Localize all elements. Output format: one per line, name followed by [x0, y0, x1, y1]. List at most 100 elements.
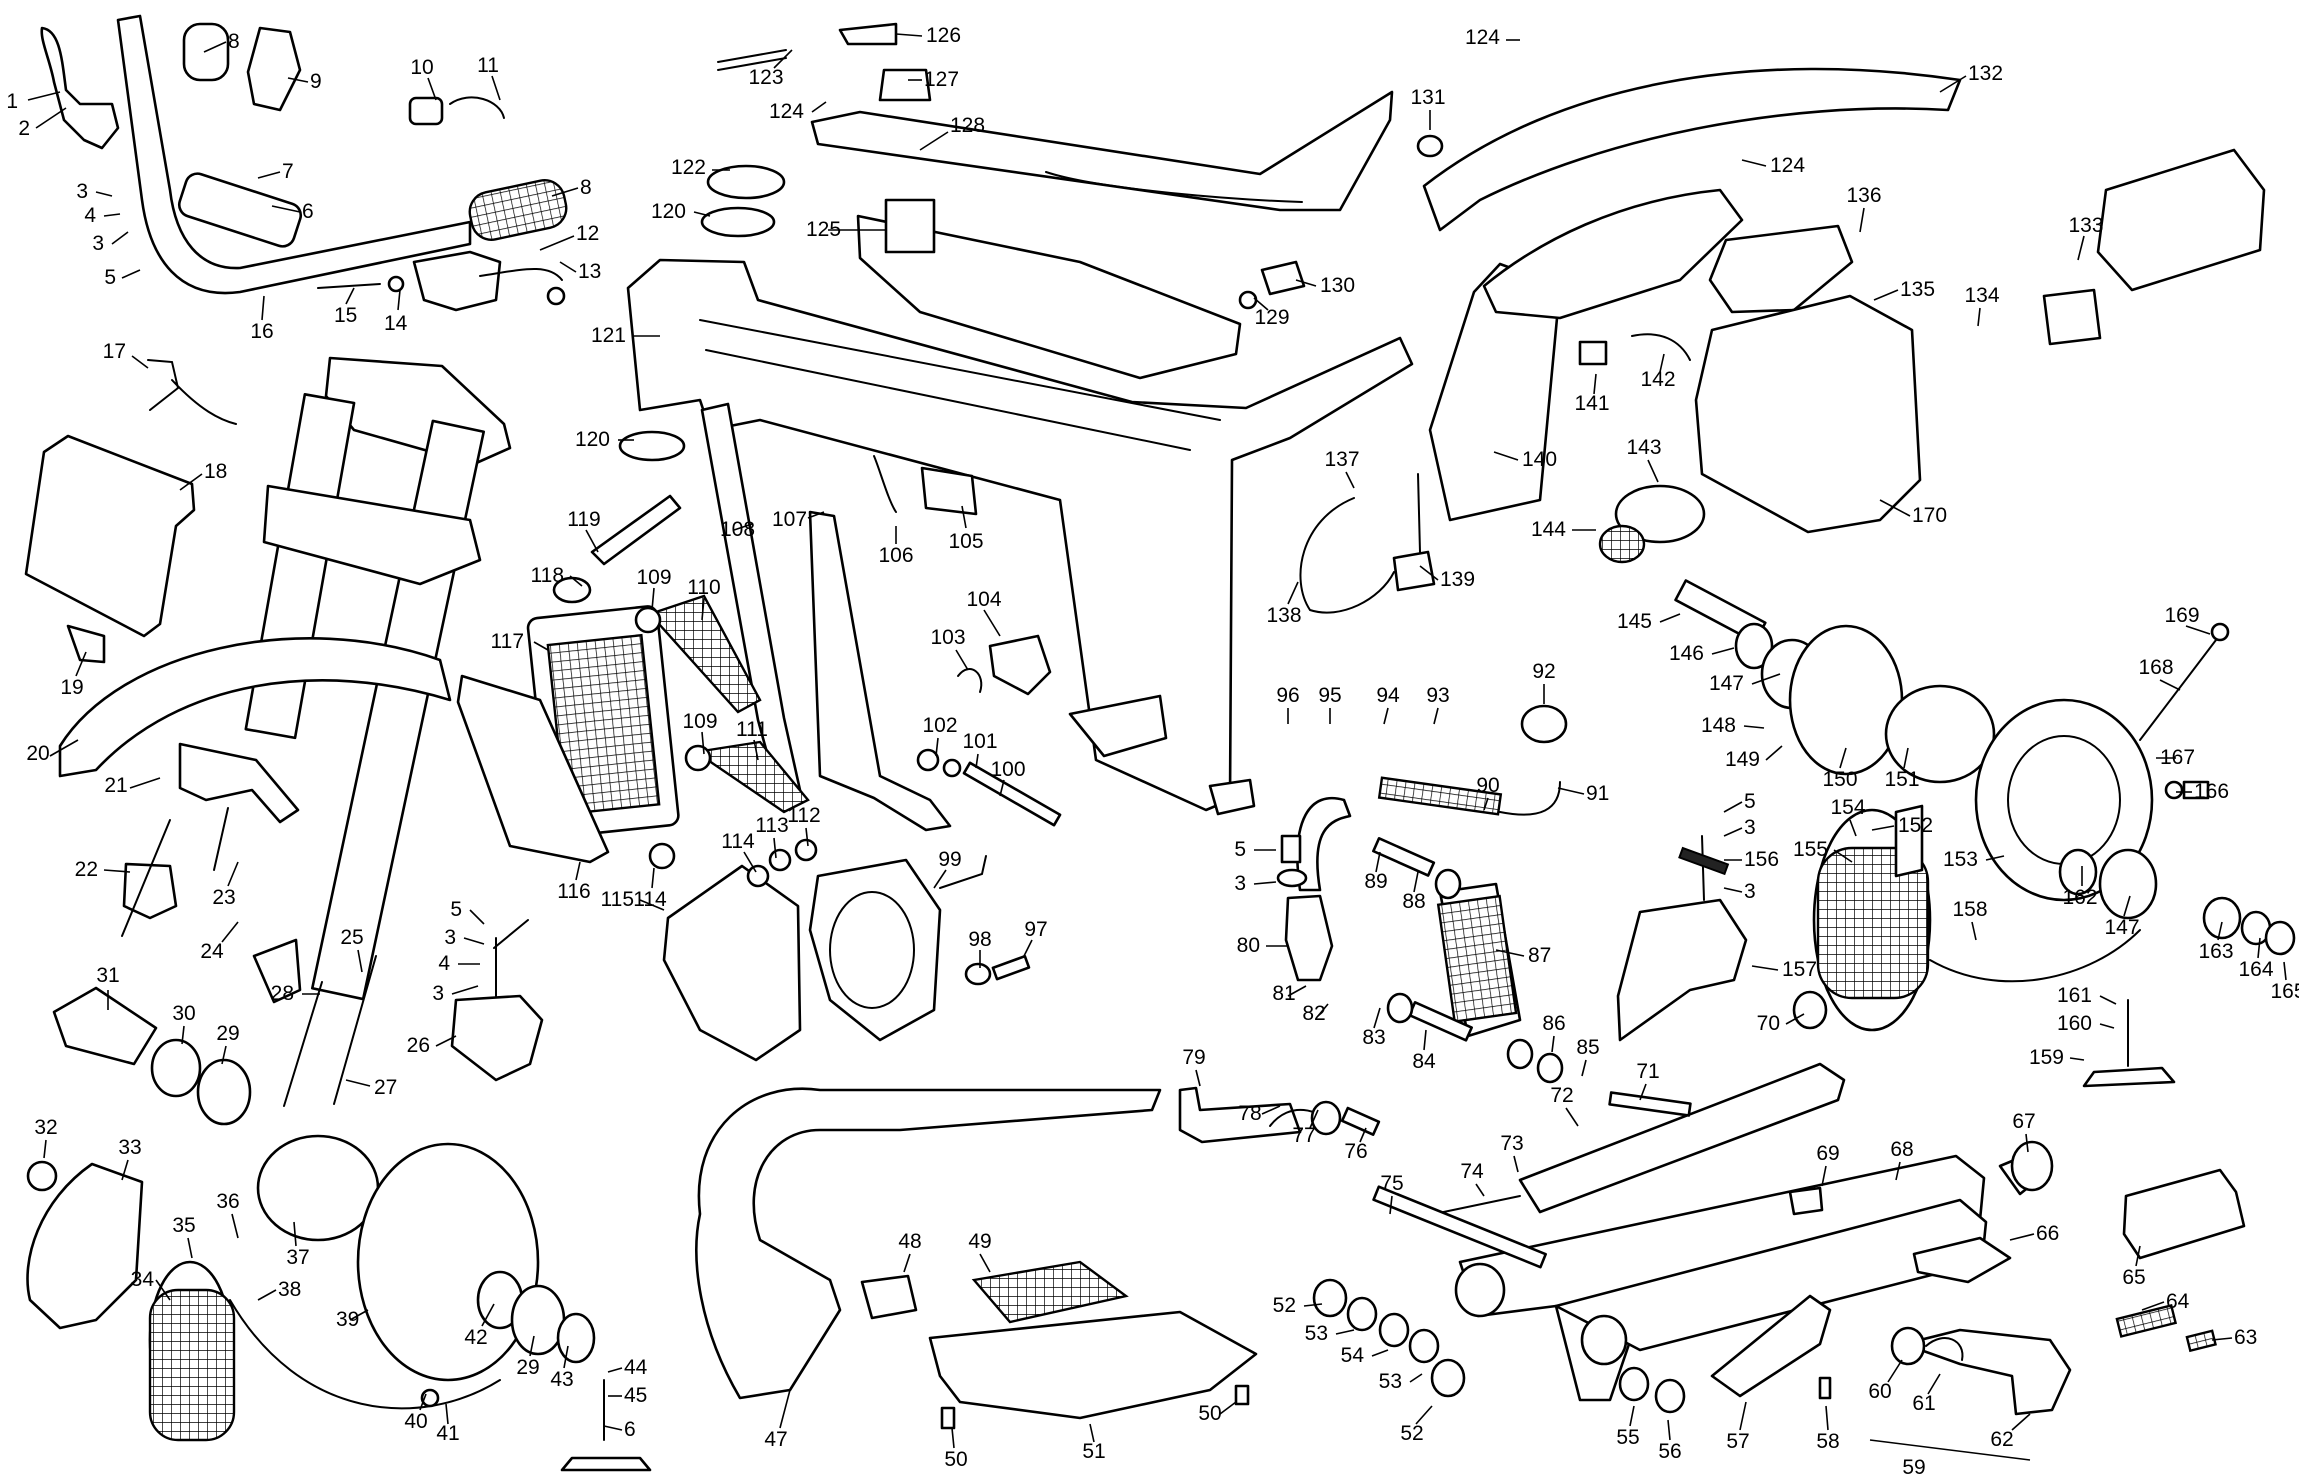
muffler — [2096, 148, 2266, 292]
tail-bracket — [1578, 340, 1608, 366]
part-number-label: 25 — [340, 926, 363, 949]
part-number-label: 63 — [2234, 1326, 2257, 1349]
part-number-label: 110 — [687, 576, 720, 599]
front-fender — [58, 637, 452, 778]
part-number-label: 118 — [531, 564, 564, 587]
callout-leader — [181, 1025, 185, 1045]
spacer-32 — [26, 1160, 58, 1192]
steering-bearing-120 — [700, 206, 776, 238]
part-number-label: 141 — [1574, 392, 1609, 415]
part-number-label: 77 — [1292, 1124, 1315, 1147]
part-number-label: 5 — [104, 266, 116, 289]
chain-guard-65 — [2122, 1168, 2246, 1260]
rim-front — [229, 1299, 501, 1410]
callout-leader — [1985, 855, 2005, 861]
callout-leader — [935, 737, 939, 757]
callout-leader — [121, 269, 141, 279]
bushing-60 — [1890, 1326, 1926, 1366]
part-number-label: 95 — [1318, 684, 1341, 707]
fan-cover-99 — [808, 858, 942, 1042]
part-number-label: 40 — [404, 1410, 427, 1433]
callout-leader — [651, 587, 655, 611]
bushing-77 — [1310, 1100, 1342, 1136]
part-number-label: 3 — [432, 982, 444, 1005]
callout-leader — [1409, 1373, 1423, 1383]
callout-leader — [2141, 1301, 2165, 1311]
part-number-label: 52 — [1400, 1422, 1423, 1445]
footpeg-104 — [988, 634, 1052, 696]
callout-leader — [1629, 1405, 1635, 1427]
callout-leader — [1413, 871, 1419, 893]
part-number-label: 164 — [2238, 958, 2273, 981]
rear-hub — [1884, 684, 1996, 784]
callout-leader — [49, 739, 79, 757]
callout-leader — [1415, 1405, 1433, 1425]
callout-leader — [435, 1035, 457, 1047]
part-number-label: 68 — [1890, 1138, 1913, 1161]
callout-leader — [603, 1425, 623, 1431]
part-number-label: 57 — [1726, 1430, 1749, 1453]
part-number-label: 8 — [580, 176, 592, 199]
part-number-label: 146 — [1669, 642, 1704, 665]
part-number-label: 156 — [1744, 848, 1779, 871]
part-number-label: 124 — [1770, 154, 1805, 177]
callout-leader — [1335, 1329, 1355, 1335]
callout-leader — [1419, 565, 1439, 581]
fuel-tank — [856, 214, 1242, 380]
callout-leader — [1825, 1405, 1829, 1431]
callout-leader — [1939, 75, 1967, 93]
callout-leader — [131, 355, 149, 369]
part-number-label: 128 — [950, 114, 985, 137]
cable — [449, 96, 505, 119]
callout-leader — [1723, 827, 1743, 837]
washer-53a — [1346, 1296, 1378, 1332]
part-number-label: 103 — [930, 626, 965, 649]
part-number-label: 123 — [748, 66, 783, 89]
washer-55 — [1618, 1366, 1650, 1402]
part-number-label: 45 — [624, 1384, 647, 1407]
callout-leader — [1765, 745, 1783, 761]
foot-plug — [560, 1456, 652, 1472]
lower-fork-leg — [252, 938, 302, 1004]
callout-leader — [221, 1045, 227, 1065]
callout-leader — [27, 91, 61, 101]
cover-gasket-115 — [662, 864, 802, 1062]
engine-mount — [1068, 694, 1168, 758]
part-number-label: 113 — [755, 814, 788, 837]
part-number-label: 34 — [131, 1268, 155, 1291]
callout-leader — [1849, 819, 1857, 837]
part-number-label: 168 — [2138, 656, 2173, 679]
brake-lever-right — [479, 268, 563, 281]
washer-98 — [964, 962, 992, 986]
part-number-label: 6 — [302, 200, 314, 223]
callout-leader — [1593, 373, 1597, 395]
callout-leader — [1195, 1069, 1201, 1087]
part-number-label: 157 — [1782, 958, 1817, 981]
part-number-label: 54 — [1341, 1344, 1365, 1367]
part-number-label: 74 — [1460, 1160, 1484, 1183]
callout-leader — [955, 649, 969, 671]
callout-leader — [1785, 1013, 1805, 1025]
part-number-label: 129 — [1254, 306, 1289, 329]
part-number-label: 11 — [477, 54, 499, 77]
part-number-label: 139 — [1440, 568, 1475, 591]
seal-30 — [150, 1038, 202, 1098]
callout-leader — [1859, 207, 1865, 233]
part-number-label: 2 — [18, 117, 30, 140]
bearing-rear-147 — [2098, 848, 2158, 920]
part-number-label: 67 — [2012, 1110, 2035, 1133]
steering-bearing-122 — [706, 164, 786, 200]
part-number-label: 134 — [1964, 284, 1999, 307]
part-number-label: 147 — [1709, 672, 1744, 695]
rear-caliper — [1616, 898, 1748, 1042]
part-number-label: 26 — [407, 1034, 430, 1057]
throttle-housing — [246, 26, 302, 112]
part-number-label: 17 — [103, 340, 126, 363]
part-number-label: 3 — [76, 180, 88, 203]
part-number-label: 43 — [550, 1368, 573, 1391]
callout-leader — [1023, 939, 1033, 957]
callout-leader — [293, 1221, 297, 1247]
vent-hose-126 — [838, 22, 898, 46]
part-number-label: 166 — [2194, 780, 2229, 803]
callout-leader — [539, 235, 575, 251]
